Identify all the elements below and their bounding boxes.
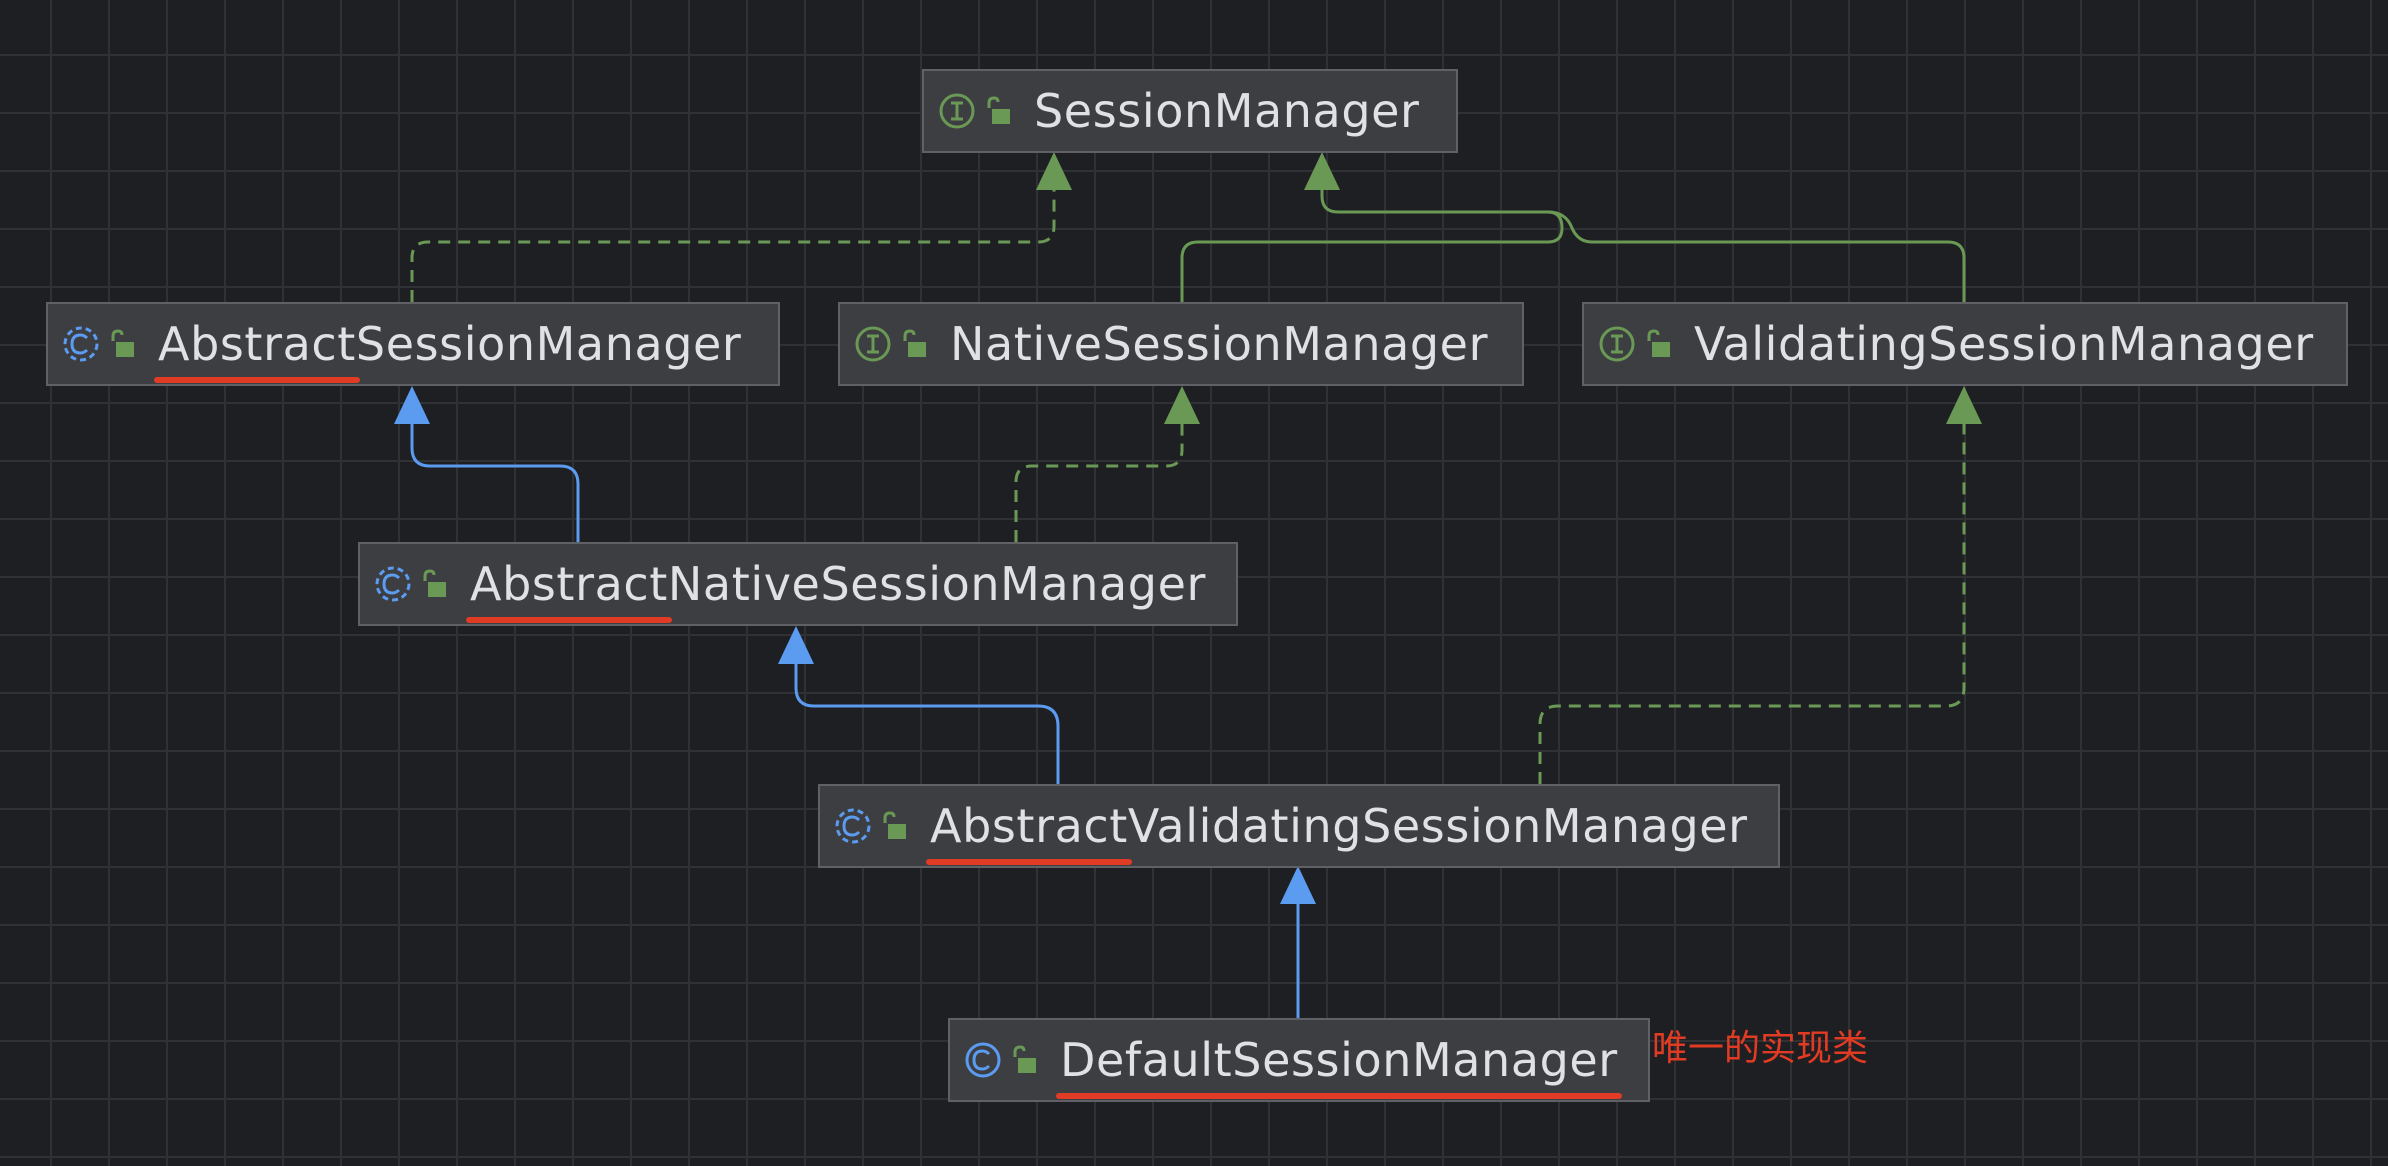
red-underline-mark [1056, 1093, 1622, 1099]
name-rest: NativeSessionManager [950, 317, 1489, 371]
name-rest: NativeSessionManager [667, 557, 1206, 611]
interface-i-icon [1599, 326, 1635, 362]
prefix-text: Abstract [930, 799, 1128, 853]
name-rest: SessionManager [355, 317, 742, 371]
red-underline-mark [466, 617, 672, 623]
node-validating-session-manager[interactable]: ValidatingSessionManager [1582, 302, 2348, 386]
node-name: DefaultSessionManager [1056, 1037, 1622, 1099]
public-unlock-icon [111, 329, 134, 357]
edge-ansm-extends-asm [410, 422, 580, 542]
abstract-class-c-icon [835, 808, 871, 844]
node-session-manager[interactable]: SessionManager [922, 69, 1458, 153]
class-c-icon [965, 1042, 1001, 1078]
public-unlock-icon [883, 811, 906, 839]
name-rest: ValidatingSessionManager [1127, 799, 1748, 853]
name-prefix: Abstract [154, 317, 360, 383]
interface-i-icon [939, 93, 975, 129]
edge-avsm-extends-ansm [794, 662, 1060, 784]
edge-vsm-extends-sm [1547, 210, 1966, 302]
name-prefix: Abstract [926, 799, 1132, 865]
edge-ansm-implements-nsm [1014, 422, 1184, 542]
public-unlock-icon [987, 96, 1010, 124]
edge-asm-implements-sm [410, 188, 1056, 302]
prefix-text: Abstract [158, 317, 356, 371]
arrowhead-vsm [1946, 386, 1982, 424]
arrowhead-ansm [778, 626, 814, 664]
arrowhead-sm-left [1036, 152, 1072, 190]
name-prefix: DefaultSessionManager [1056, 1033, 1622, 1099]
public-unlock-icon [1013, 1045, 1036, 1073]
node-name: ValidatingSessionManager [1694, 321, 2314, 367]
node-name: SessionManager [1034, 88, 1420, 134]
name-prefix: Abstract [466, 557, 672, 623]
node-name: NativeSessionManager [950, 321, 1488, 367]
public-unlock-icon [1647, 329, 1670, 357]
name-rest: ValidatingSessionManager [1694, 317, 2314, 371]
prefix-text: Abstract [470, 557, 668, 611]
arrowhead-sm-right [1304, 152, 1340, 190]
annotation-note: 唯一的实现类 [1652, 1028, 1869, 1069]
arrowhead-avsm [1280, 866, 1316, 904]
abstract-class-c-icon [63, 326, 99, 362]
arrowhead-nsm [1164, 386, 1200, 424]
red-underline-mark [154, 377, 360, 383]
edge-nsm-extends-sm [1180, 188, 1564, 302]
public-unlock-icon [903, 329, 926, 357]
interface-i-icon [855, 326, 891, 362]
node-native-session-manager[interactable]: NativeSessionManager [838, 302, 1524, 386]
name-rest: SessionManager [1034, 84, 1420, 138]
public-unlock-icon [423, 569, 446, 597]
node-default-session-manager[interactable]: DefaultSessionManager [948, 1018, 1650, 1102]
red-underline-mark [926, 859, 1132, 865]
arrowhead-asm [394, 386, 430, 424]
edge-avsm-implements-vsm [1538, 422, 1966, 784]
abstract-class-c-icon [375, 566, 411, 602]
prefix-text: DefaultSessionManager [1060, 1033, 1618, 1087]
